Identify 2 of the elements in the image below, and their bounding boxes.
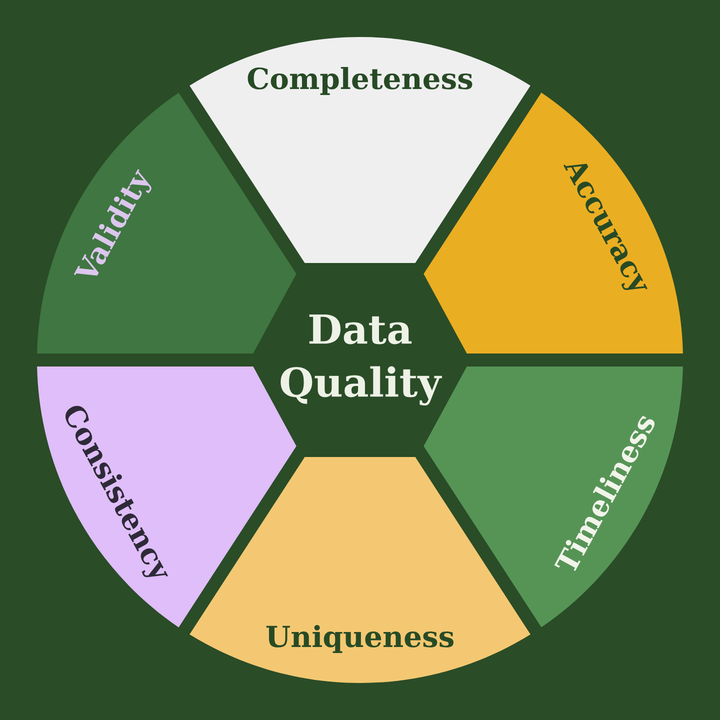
wheel-segment: Uniqueness (190, 457, 530, 683)
wheel-segment: Completeness (190, 37, 530, 263)
